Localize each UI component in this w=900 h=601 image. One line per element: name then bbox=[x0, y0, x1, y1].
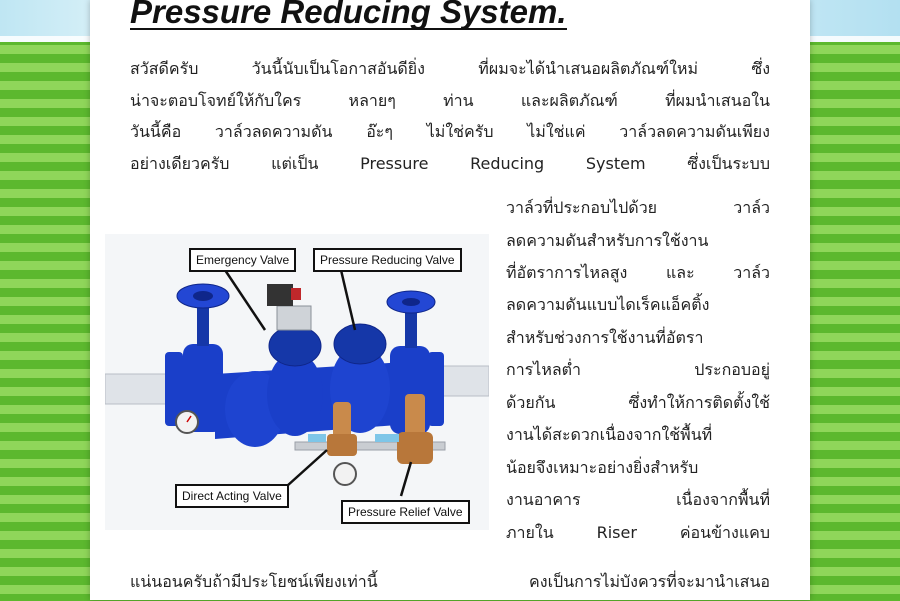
closing-line: แน่นอนครับถ้ามีประโยชน์เพียงเท่านี้ คงเป… bbox=[130, 572, 770, 591]
label-pressure-reducing-valve: Pressure Reducing Valve bbox=[313, 248, 462, 272]
column-line-1: วาล์วที่ประกอบไปด้วย วาล์ว bbox=[506, 198, 770, 217]
column-line-3: ที่อัตราการไหลสูง และ วาล์ว bbox=[506, 263, 770, 282]
column-line-9: น้อยจึงเหมาะอย่างยิ่งสำหรับ bbox=[506, 458, 699, 477]
intro-line-2: น่าจะตอบโจทย์ให้กับใคร หลายๆ ท่าน และผลิ… bbox=[130, 91, 770, 110]
column-line-4: ลดความดันแบบไดเร็คแอ็คติ้ง bbox=[506, 295, 710, 314]
label-pressure-relief-valve: Pressure Relief Valve bbox=[341, 500, 470, 524]
column-line-6: การไหลต่ำ ประกอบอยู่ bbox=[506, 360, 770, 379]
column-line-2: ลดความดันสำหรับการใช้งาน bbox=[506, 231, 709, 250]
title-underline bbox=[130, 28, 567, 30]
intro-line-4: อย่างเดียวครับ แต่เป็น Pressure Reducing… bbox=[130, 154, 770, 173]
intro-line-3: วันนี้คือ วาล์วลดความดัน อ๊ะๆ ไม่ใช่ครับ… bbox=[130, 122, 770, 141]
column-line-8: งานได้สะดวกเนื่องจากใช้พื้นที่ bbox=[506, 425, 713, 444]
column-line-5: สำหรับช่วงการใช้งานที่อัตรา bbox=[506, 328, 704, 347]
valve-system-figure: Emergency Valve Pressure Reducing Valve … bbox=[105, 234, 489, 530]
page-title: Pressure Reducing System. bbox=[130, 0, 567, 32]
column-line-11: ภายใน Riser ค่อนข้างแคบ bbox=[506, 523, 770, 542]
column-line-10: งานอาคาร เนื่องจากพื้นที่ bbox=[506, 490, 770, 509]
intro-line-1: สวัสดีครับ วันนี้นับเป็นโอกาสอันดียิ่ง ท… bbox=[130, 59, 770, 78]
label-direct-acting-valve: Direct Acting Valve bbox=[175, 484, 289, 508]
valve-illustration bbox=[105, 269, 489, 497]
page-title-text: Pressure Reducing System. bbox=[130, 0, 567, 30]
column-line-7: ด้วยกัน ซึ่งทำให้การติดตั้งใช้ bbox=[506, 393, 770, 412]
label-emergency-valve: Emergency Valve bbox=[189, 248, 297, 272]
